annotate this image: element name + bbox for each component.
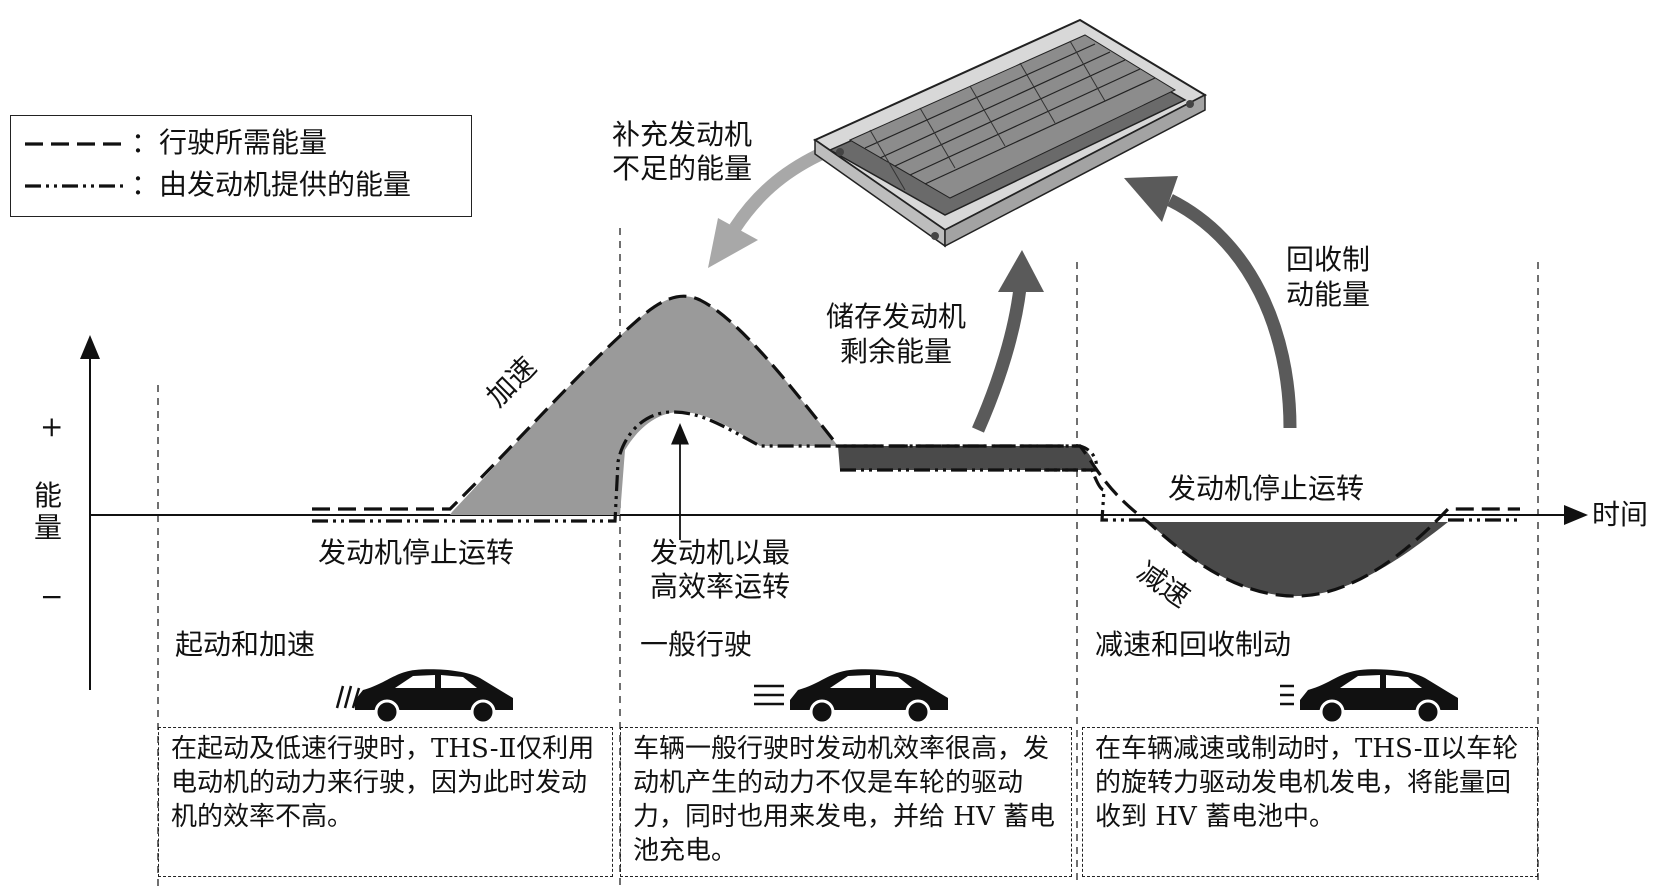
store-label-1: 储存发动机 — [826, 300, 967, 333]
y-plus-label: + — [40, 410, 64, 443]
supplement-arrow-head — [708, 218, 758, 268]
phase-title-cruise: 一般行驶 — [640, 628, 753, 661]
engine-stop-right-label: 发动机停止运转 — [1168, 472, 1365, 505]
regen-arrow-head — [1124, 176, 1178, 222]
y-axis-label: 能量 — [34, 479, 63, 544]
car-icon-cruise — [754, 669, 948, 725]
hv-battery-pack-icon — [812, 18, 1208, 248]
phase-title-start: 起动和加速 — [175, 628, 316, 661]
legend-row-required: ：行驶所需能量 — [11, 124, 471, 164]
regen-arrow — [1167, 194, 1297, 429]
phase-description-cruise: 车辆一般行驶时发动机效率很高，发动机产生的动力不仅是车轮的驱动力，同时也用来发电… — [620, 727, 1072, 877]
regen-area — [1148, 522, 1448, 597]
engine-stop-left-label: 发动机停止运转 — [318, 536, 515, 569]
engine-energy-curve — [312, 410, 1099, 523]
regen-label-1: 回收制 — [1286, 243, 1371, 276]
supplement-arrow — [729, 146, 828, 232]
regen-label-2: 动能量 — [1286, 278, 1371, 311]
store-arrow-head — [998, 250, 1044, 292]
deficit-area — [450, 296, 838, 515]
store-arrow — [972, 287, 1027, 433]
car-icon-start — [335, 669, 513, 725]
legend-dashdot-swatch — [25, 184, 125, 188]
phase-description-start: 在起动及低速行驶时，THS-Ⅱ仅利用电动机的动力来行驶，因为此时发动机的效率不高… — [158, 727, 613, 877]
x-axis-label: 时间 — [1592, 498, 1649, 531]
surplus-area — [838, 446, 1096, 470]
engine-efficient-label-2: 高效率运转 — [650, 570, 791, 603]
legend-row-engine: ：由发动机提供的能量 — [11, 166, 471, 206]
legend-dashed-swatch — [25, 142, 125, 146]
store-label-2: 剩余能量 — [840, 335, 953, 368]
supplement-label-2: 不足的能量 — [612, 152, 753, 185]
legend: ：行驶所需能量 ：由发动机提供的能量 — [10, 115, 472, 217]
legend-label-required: ：行驶所需能量 — [131, 126, 328, 159]
legend-label-engine: ：由发动机提供的能量 — [131, 168, 412, 201]
supplement-label-1: 补充发动机 — [612, 118, 753, 151]
engine-energy-curve-2 — [840, 468, 1520, 522]
engine-efficient-label-1: 发动机以最 — [650, 536, 791, 569]
y-minus-label: − — [40, 580, 64, 613]
car-icon-decel — [1280, 669, 1458, 725]
phase-title-decel: 减速和回收制动 — [1095, 628, 1292, 661]
phase-description-decel: 在车辆减速或制动时，THS-Ⅱ以车轮的旋转力驱动发电机发电，将能量回收到 HV … — [1082, 727, 1538, 877]
